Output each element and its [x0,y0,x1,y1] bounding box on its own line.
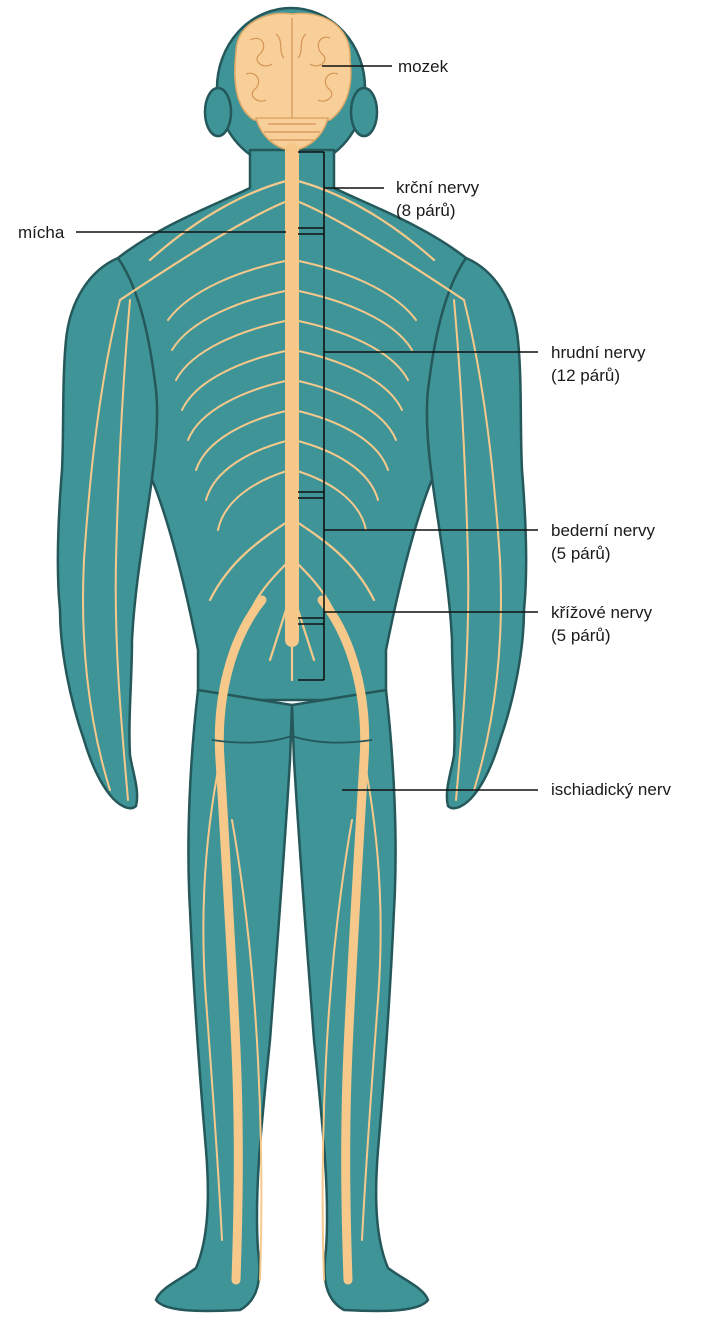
label-krcni-nervy: krční nervy (8 párů) [396,176,479,222]
label-bederni-line2: (5 párů) [551,542,655,565]
left-ear [205,88,231,136]
label-krcni-line1: krční nervy [396,176,479,199]
left-arm [58,258,157,808]
label-hrudni-nervy: hrudní nervy (12 párů) [551,341,646,387]
label-hrudni-line2: (12 párů) [551,364,646,387]
label-ischiadicky-nerv: ischiadický nerv [551,778,671,801]
label-krizove-nervy: křížové nervy (5 párů) [551,601,652,647]
label-bederni-nervy: bederní nervy (5 párů) [551,519,655,565]
label-hrudni-line1: hrudní nervy [551,341,646,364]
label-bederni-line1: bederní nervy [551,519,655,542]
right-ear [351,88,377,136]
label-micha: mícha [18,221,64,244]
label-ischiadicky-text: ischiadický nerv [551,778,671,801]
label-krizove-line1: křížové nervy [551,601,652,624]
label-mozek-text: mozek [398,55,448,78]
right-arm [427,258,526,808]
label-krcni-line2: (8 párů) [396,199,479,222]
label-krizove-line2: (5 párů) [551,624,652,647]
label-micha-text: mícha [18,221,64,244]
label-mozek: mozek [398,55,448,78]
